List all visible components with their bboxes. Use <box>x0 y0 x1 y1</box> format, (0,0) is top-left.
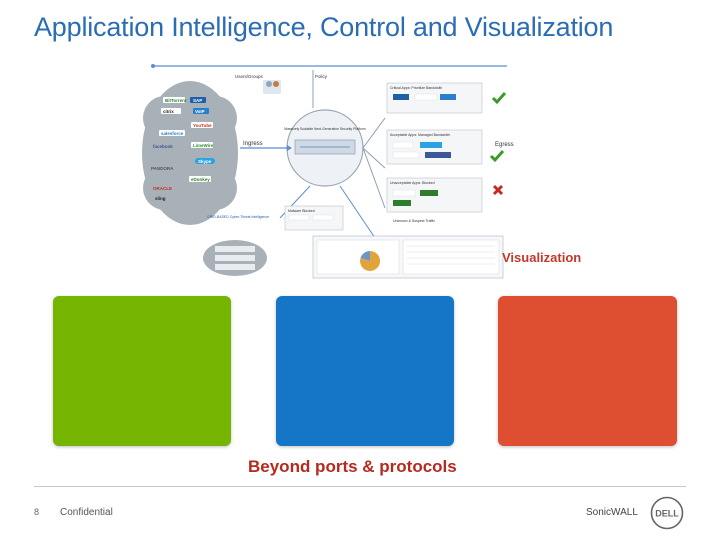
cloud-app-citrix: citrix <box>163 109 174 114</box>
critical-apps-row: Critical Apps: Prioritize Bandwidth <box>386 82 507 114</box>
top-connector-dot <box>151 64 155 68</box>
center-platform-text: Massively Scalable Next-Generation Secur… <box>284 127 366 131</box>
cloud-app-edonkey: eDonkey <box>191 177 210 182</box>
page-number: 8 <box>34 507 40 517</box>
cloud-app-voip: VoIP <box>195 109 205 114</box>
visualization-dashboard <box>312 235 504 279</box>
slide-title: Application Intelligence, Control and Vi… <box>34 12 614 42</box>
visualization-label: Visualization <box>502 250 582 265</box>
check-icon <box>489 150 505 163</box>
unacceptable-apps-row: Unacceptable Apps: Blocked <box>386 177 504 213</box>
cloud-app-limewire: LimeWire <box>193 143 214 148</box>
application-cloud <box>142 81 238 225</box>
dell-logo-text: DELL <box>655 509 679 519</box>
acceptable-apps-row: Acceptable Apps: Managed Bandwidth Egres… <box>386 129 514 165</box>
cloud-app-pandora: PANDORA <box>151 166 174 171</box>
cloud-app-bittorrent: BitTorrent <box>165 98 187 103</box>
users-icon <box>263 80 281 94</box>
cloud-app-sling: sling <box>155 196 166 201</box>
cloud-app-skype: Skype <box>198 159 212 164</box>
threat-intelligence-cloud <box>203 240 267 276</box>
policy-label: Policy <box>315 74 328 79</box>
unknown-traffic-text: Unknown & Suspect Traffic <box>393 219 435 223</box>
svg-text:Malware Blocked: Malware Blocked <box>288 209 315 213</box>
blue-panel <box>276 296 454 446</box>
brand-label: SonicWALL <box>586 507 638 518</box>
security-platform-hub: Massively Scalable Next-Generation Secur… <box>284 109 366 187</box>
unacceptable-apps-label: Unacceptable Apps: Blocked <box>390 181 435 185</box>
ingress-label: Ingress <box>243 141 263 147</box>
confidential-label: Confidential <box>60 507 113 518</box>
dell-logo: DELL <box>650 496 684 530</box>
cloud-app-oracle: ORACLE <box>153 186 172 191</box>
threat-intelligence-text: GRID-BASED Cyber-Threat Intelligence <box>207 215 269 219</box>
block-icon <box>492 184 504 196</box>
red-panel <box>498 296 677 446</box>
cloud-app-salesforce: salesforce <box>161 131 184 136</box>
acceptable-apps-label: Acceptable Apps: Managed Bandwidth <box>390 133 450 137</box>
app-intelligence-diagram: Users/Groups Policy BitTorrent SAP citri… <box>142 64 514 279</box>
check-icon <box>491 92 507 105</box>
users-groups-label: Users/Groups <box>235 74 264 79</box>
critical-apps-label: Critical Apps: Prioritize Bandwidth <box>390 86 442 90</box>
cloud-app-facebook: facebook <box>153 144 173 149</box>
malware-blocked-box: Malware Blocked <box>284 205 344 231</box>
footer-divider <box>34 486 686 487</box>
cloud-app-sap: SAP <box>193 98 202 103</box>
cloud-app-youtube: YouTube <box>193 123 212 128</box>
tagline: Beyond ports & protocols <box>248 457 457 476</box>
green-panel <box>53 296 231 446</box>
cloud-app-logos: BitTorrent SAP citrix VoIP YouTube sales… <box>151 97 215 201</box>
egress-label: Egress <box>495 142 514 148</box>
